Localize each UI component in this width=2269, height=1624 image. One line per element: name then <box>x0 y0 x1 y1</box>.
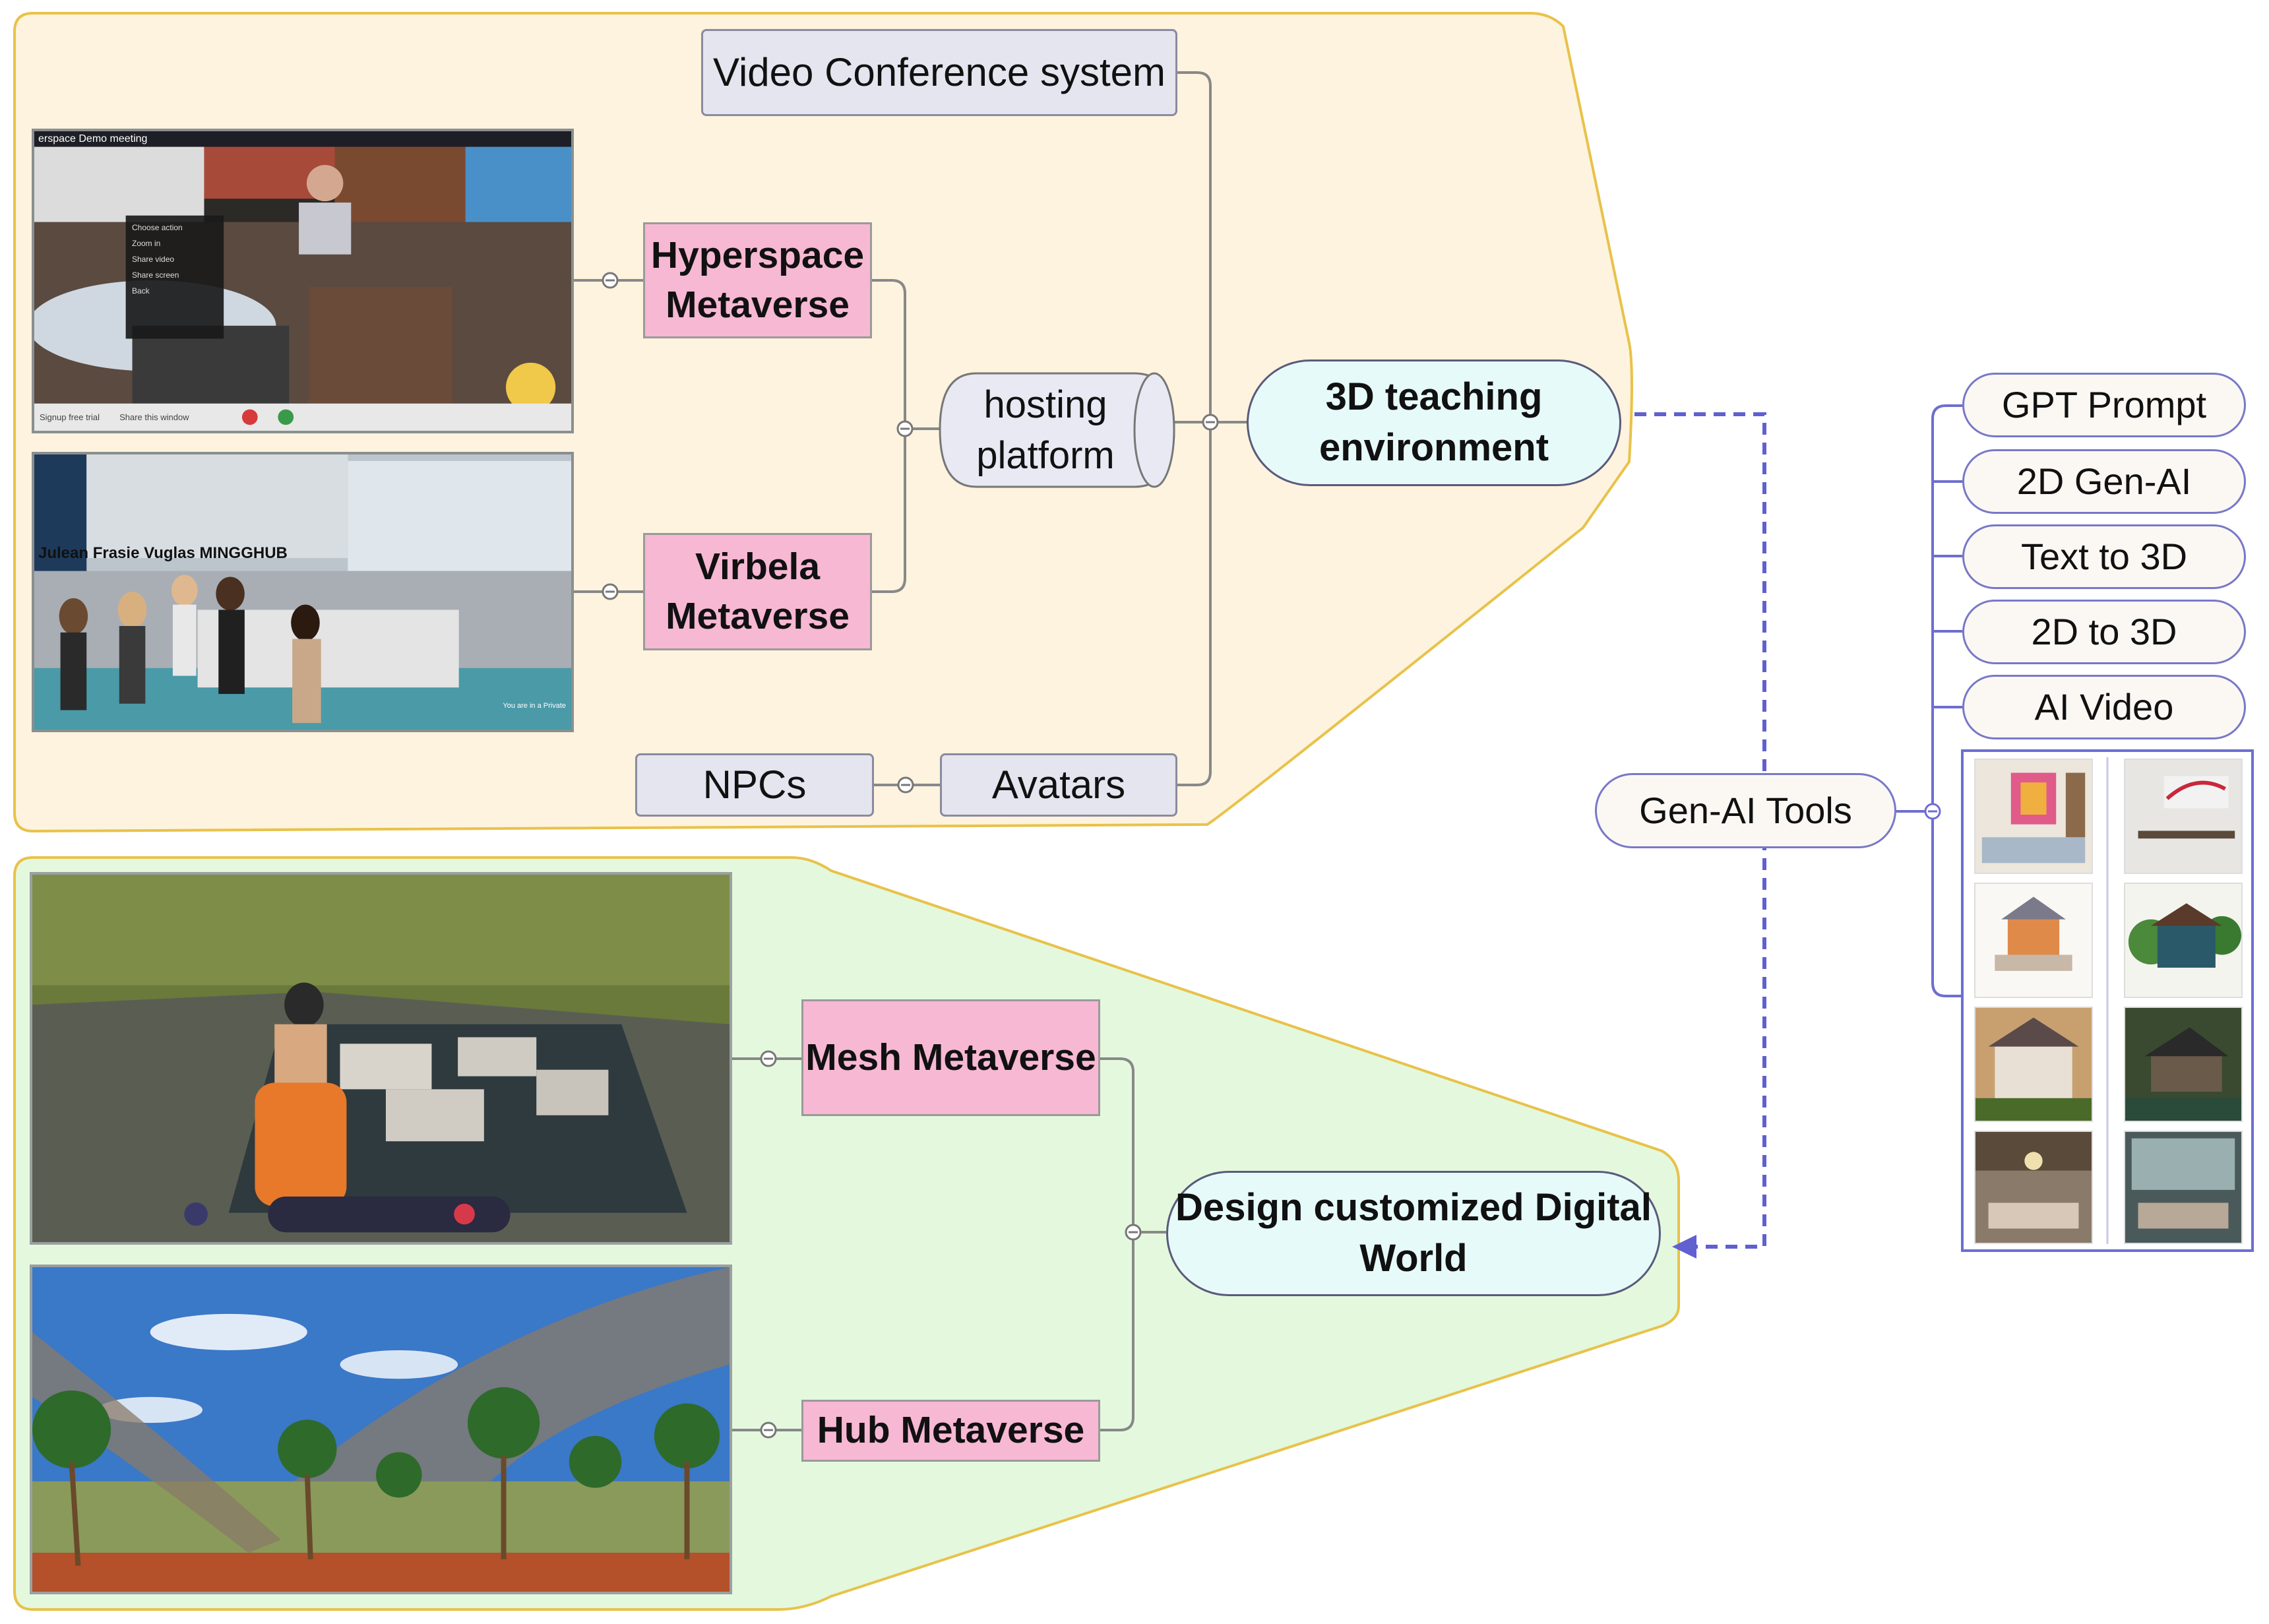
mesh-metaverse-node[interactable]: Mesh Metaverse <box>801 999 1100 1116</box>
menu-item[interactable]: Zoom in <box>132 239 161 248</box>
gallery-image-sketch-house <box>1974 883 2093 998</box>
mesh-screenshot <box>30 872 732 1245</box>
genai-2d-to-3d[interactable]: 2D to 3D <box>1962 600 2246 664</box>
hyperspace-screenshot: erspace Demo meeting Choose action Zoom … <box>32 129 574 433</box>
design-digital-world-node[interactable]: Design customized Digital World <box>1166 1171 1661 1296</box>
gallery-image-victorian-house <box>1974 1007 2093 1122</box>
hosting-platform-label[interactable]: hosting platform <box>976 383 1115 477</box>
signup-link[interactable]: Signup free trial <box>40 412 100 422</box>
teaching-environment-node[interactable]: 3D teaching environment <box>1247 359 1621 486</box>
menu-item[interactable]: Choose action <box>132 223 183 232</box>
virbela-status-text: You are in a Private <box>503 702 566 710</box>
virbela-screenshot: Julean Frasie Vuglas MINGGHUB You are in… <box>32 452 574 732</box>
avatars-node[interactable]: Avatars <box>940 753 1177 817</box>
menu-item[interactable]: Share screen <box>132 270 179 280</box>
gallery-image-glass-interior <box>2124 1131 2243 1244</box>
virbela-banner-text: Julean Frasie Vuglas MINGGHUB <box>38 544 288 562</box>
genai-ai-video[interactable]: AI Video <box>1962 675 2246 739</box>
gallery-image-living-room-art <box>1974 759 2093 874</box>
hosting-platform-cylinder <box>939 372 1175 488</box>
genai-text-to-3d[interactable]: Text to 3D <box>1962 524 2246 589</box>
npcs-node[interactable]: NPCs <box>635 753 874 817</box>
genai-dot <box>1924 803 1941 820</box>
genai-connectors <box>1896 404 1962 997</box>
gallery-image-desk-art <box>2124 759 2243 874</box>
gallery-image-modern-house <box>2124 883 2243 998</box>
genai-tools-node[interactable]: Gen-AI Tools <box>1595 773 1896 848</box>
hyperspace-metaverse-node[interactable]: Hyperspace Metaverse <box>643 222 872 338</box>
share-window-link[interactable]: Share this window <box>119 412 189 422</box>
gallery-image-forest-house <box>2124 1007 2243 1122</box>
virbela-metaverse-node[interactable]: Virbela Metaverse <box>643 533 872 650</box>
hyperspace-title-bar: erspace Demo meeting <box>38 133 148 145</box>
video-conference-node[interactable]: Video Conference system <box>701 29 1177 116</box>
gallery-image-loft-interior <box>1974 1131 2093 1244</box>
hyperspace-action-menu: Choose action Zoom in Share video Share … <box>132 220 224 299</box>
menu-item[interactable]: Back <box>132 286 150 296</box>
dashed-arrowhead <box>1672 1235 1696 1259</box>
hub-screenshot <box>30 1265 732 1594</box>
hyperspace-footer: Signup free trial Share this window <box>40 412 189 422</box>
connector-dots-top <box>602 272 1219 794</box>
menu-item[interactable]: Share video <box>132 255 175 264</box>
hub-metaverse-node[interactable]: Hub Metaverse <box>801 1400 1100 1462</box>
genai-2d-gen-ai[interactable]: 2D Gen-AI <box>1962 449 2246 514</box>
connector-dots-bottom <box>760 1050 1142 1439</box>
genai-gpt-prompt[interactable]: GPT Prompt <box>1962 373 2246 437</box>
